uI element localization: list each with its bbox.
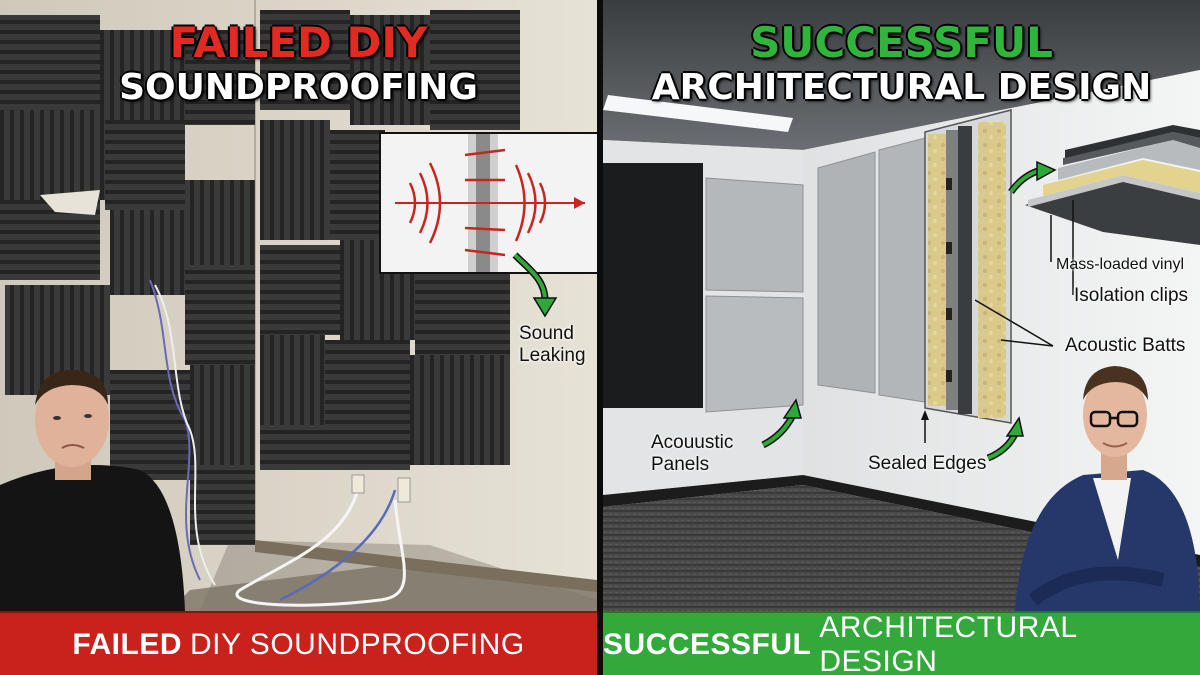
failed-diy-panel: FAILED DIY SOUNDPROOFING Sound Leaking F…	[0, 0, 597, 675]
successful-banner-bold: SUCCESSFUL	[603, 628, 812, 661]
wall-cutaway	[924, 109, 1012, 424]
acoustic-panels	[705, 137, 926, 413]
mass-loaded-vinyl-label: Mass-loaded vinyl	[1056, 256, 1185, 273]
failed-banner: FAILED DIY SOUNDPROOFING	[0, 611, 597, 675]
frustrated-person	[0, 369, 185, 611]
acoustic-panels-line2: Panels	[651, 453, 710, 475]
successful-design-scene	[603, 0, 1200, 611]
successful-banner-rest: ARCHITECTURAL DESIGN	[819, 611, 1077, 675]
panel-divider	[597, 0, 603, 675]
foam-panels	[0, 10, 520, 545]
successful-design-panel: SUCCESSFUL ARCHITECTURAL DESIGN Mass-loa…	[603, 0, 1200, 675]
sound-leaking-line2: Leaking	[519, 344, 586, 366]
failed-banner-bold: FAILED	[72, 628, 182, 661]
acoustic-batts-label: Acoustic Batts	[1065, 335, 1186, 356]
sound-leak-callout	[379, 132, 597, 274]
successful-banner: SUCCESSFUL ARCHITECTURAL DESIGN	[603, 611, 1200, 675]
isolation-clips-label: Isolation clips	[1074, 285, 1189, 306]
acoustic-panels-label: Acouustic Panels	[651, 432, 733, 476]
architect-person	[1015, 366, 1200, 611]
dark-acoustic-panel	[603, 163, 703, 408]
layer-diagram	[1025, 125, 1200, 245]
failed-banner-rest: DIY SOUNDPROOFING	[190, 628, 525, 661]
failed-title-top: FAILED DIY	[169, 18, 428, 67]
successful-title-top: SUCCESSFUL	[750, 18, 1053, 67]
successful-title-bottom: ARCHITECTURAL DESIGN	[651, 67, 1152, 108]
failed-title-bottom: SOUNDPROOFING	[119, 67, 478, 108]
green-arrows	[761, 160, 1057, 462]
failed-diy-scene	[0, 0, 597, 611]
sound-leaking-label: Sound Leaking	[519, 323, 589, 367]
sound-leaking-line1: Sound	[519, 323, 574, 344]
sealed-edges-label: Sealed Edges	[868, 453, 987, 474]
acoustic-panels-line1: Acouustic	[651, 432, 734, 453]
